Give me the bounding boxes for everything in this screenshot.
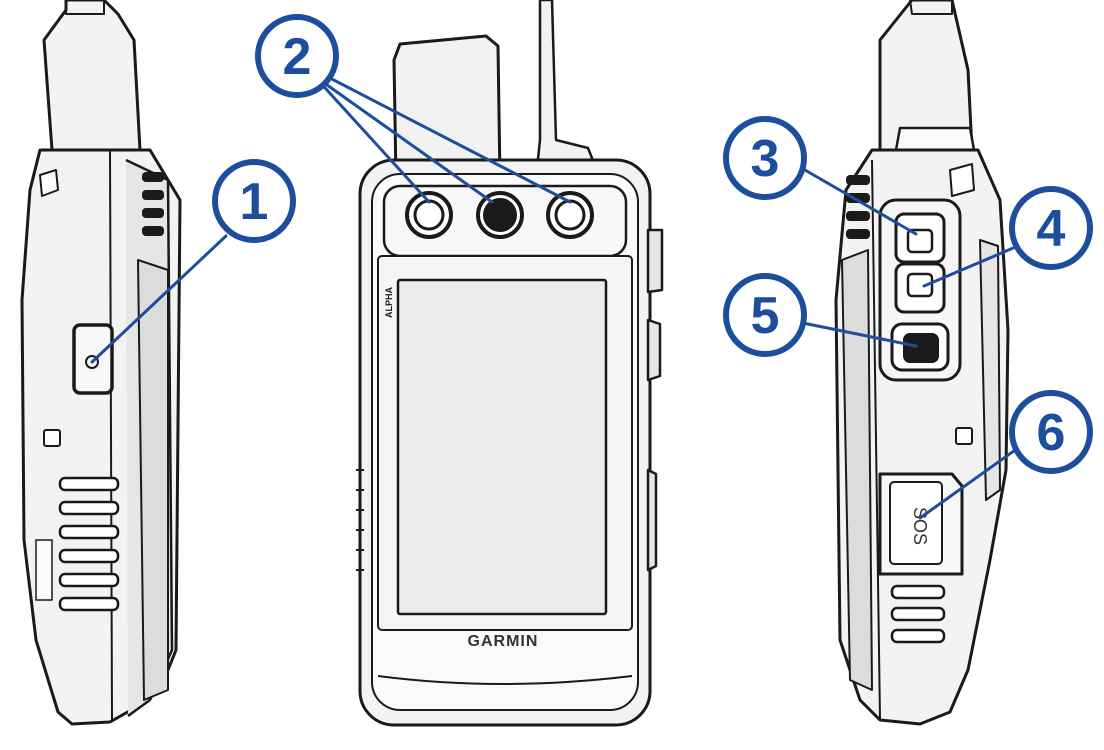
callout-5-label: 5 — [751, 287, 780, 345]
leader-3 — [796, 164, 918, 236]
device-right-side-view — [834, 0, 1010, 726]
leader-2a — [314, 76, 431, 204]
callout-1: 1 — [212, 159, 296, 243]
device-front-view — [356, 0, 664, 727]
device-left-side-view — [20, 0, 182, 726]
leader-4 — [922, 244, 1020, 288]
model-mark: ALPHA — [384, 287, 394, 318]
callout-2: 2 — [255, 14, 339, 98]
leader-6 — [918, 446, 1020, 520]
callout-4-label: 4 — [1037, 200, 1066, 258]
callout-1-label: 1 — [240, 173, 269, 231]
leader-2c — [324, 74, 572, 204]
callout-4: 4 — [1009, 186, 1093, 270]
leader-1 — [90, 234, 228, 364]
callout-3-label: 3 — [751, 130, 780, 188]
front-screen — [396, 278, 608, 616]
callout-3: 3 — [723, 116, 807, 200]
callout-6-label: 6 — [1037, 404, 1066, 462]
callout-2-label: 2 — [283, 28, 312, 86]
power-button — [72, 323, 114, 395]
antenna-left — [42, 0, 142, 152]
brand-logo: GARMIN — [468, 633, 539, 650]
power-icon — [85, 355, 99, 369]
leader-2b — [318, 78, 494, 204]
sos-label: SOS — [910, 507, 930, 545]
leader-5 — [796, 320, 918, 348]
antenna-long — [534, 0, 602, 180]
callout-5: 5 — [723, 273, 807, 357]
callout-6: 6 — [1009, 390, 1093, 474]
callout-leaders — [90, 74, 1020, 520]
